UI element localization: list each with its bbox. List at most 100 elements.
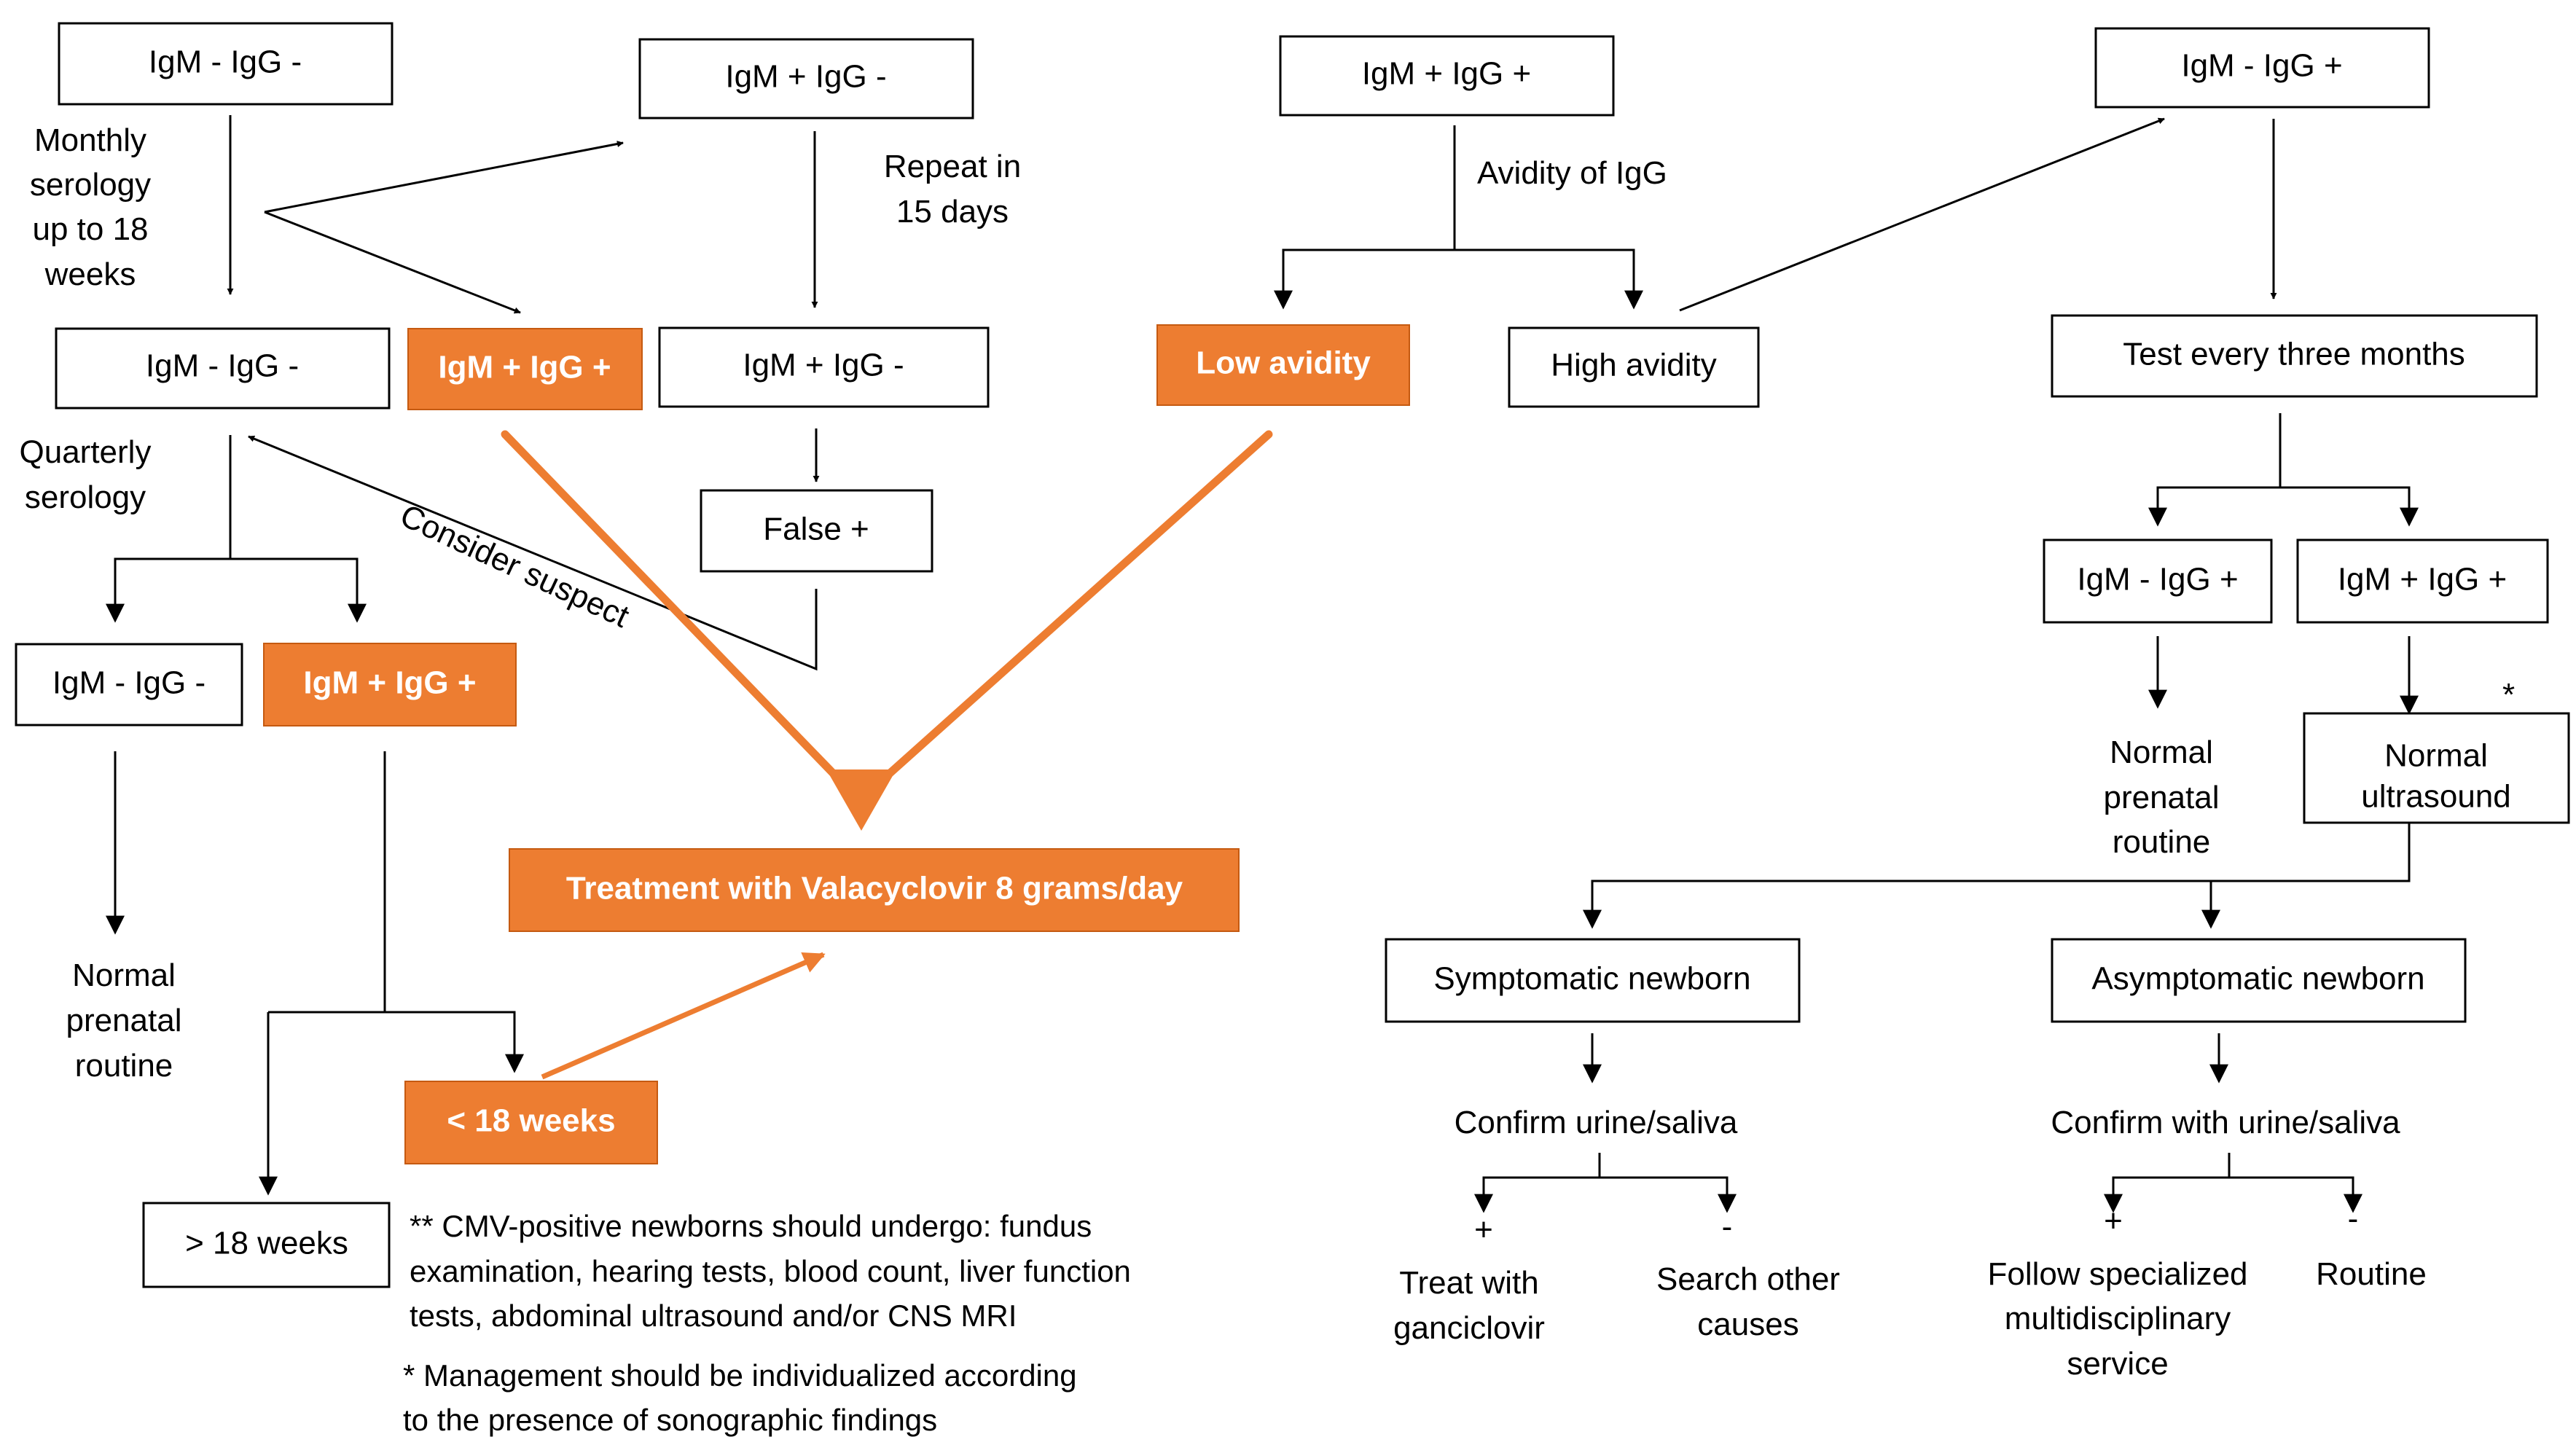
box-label: IgM + IgG +: [1362, 56, 1531, 92]
label-line: Search other: [1656, 1261, 1840, 1297]
box-igm-neg-igg-pos-right: IgM - IgG +: [2043, 538, 2273, 624]
box-label: IgM - IgG +: [2181, 48, 2342, 84]
label-follow-specialized: Follow specialized multidisciplinary ser…: [1987, 1256, 2247, 1382]
label-confirm-urine-saliva: Confirm urine/saliva: [1455, 1105, 1738, 1140]
label-line: Normal: [72, 957, 176, 993]
box-label: High avidity: [1551, 348, 1716, 383]
label-repeat-15-days: Repeat in 15 days: [884, 149, 1021, 230]
line-quarterly-split: [114, 557, 359, 617]
label-minus-left: -: [1722, 1209, 1733, 1245]
box-symptomatic-newborn: Symptomatic newborn: [1385, 938, 1801, 1023]
box-label: Test every three months: [2123, 337, 2465, 372]
label-line: causes: [1697, 1307, 1798, 1342]
orange-funnel: [501, 430, 1273, 1080]
box-asymptomatic-newborn: Asymptomatic newborn: [2051, 938, 2467, 1023]
label-confirm-with-urine-saliva: Confirm with urine/saliva: [2051, 1105, 2400, 1140]
box-label: IgM - IgG +: [2077, 562, 2238, 598]
line-confirm-left-plus: [1482, 1153, 1601, 1202]
label-treat-with-ganciclovir: Treat with ganciclovir: [1393, 1265, 1545, 1346]
box-igm-pos-igg-neg-top: IgM + IgG -: [638, 38, 974, 120]
box-normal-ultrasound: Normal ultrasound: [2303, 712, 2570, 824]
label-line: Repeat in: [884, 149, 1021, 184]
label-line: prenatal: [2103, 780, 2219, 815]
label-normal-prenatal-left: Normal prenatal routine: [66, 957, 181, 1084]
label-line: 15 days: [896, 194, 1009, 230]
line-confirm-right-minus: [2229, 1176, 2354, 1202]
label-asterisk: *: [2502, 677, 2515, 713]
box-label: IgM - IgG -: [52, 665, 205, 701]
label-search-other-causes: Search other causes: [1656, 1261, 1840, 1342]
label-line: service: [2067, 1346, 2168, 1382]
box-label: > 18 weeks: [185, 1226, 348, 1261]
line-avidity-split: [1282, 248, 1635, 305]
note-management: * Management should be individualized ac…: [403, 1358, 1077, 1437]
box-label: IgM + IgG +: [438, 350, 611, 385]
note-line: * Management should be individualized ac…: [403, 1358, 1077, 1393]
box-gt-18-weeks: > 18 weeks: [142, 1202, 391, 1288]
line-orange-low-split: [268, 1011, 516, 1070]
label-plus-left: +: [1474, 1212, 1493, 1248]
box-label-line: ultrasound: [2361, 779, 2510, 815]
label-line: Monthly: [34, 122, 146, 158]
note-line: to the presence of sonographic findings: [403, 1403, 937, 1437]
label-normal-prenatal-right: Normal prenatal routine: [2103, 735, 2219, 860]
box-igm-neg-igg-pos-top: IgM - IgG +: [2094, 27, 2430, 109]
arrow-high-avidity-to-igm-neg-igg-pos: [1679, 117, 2165, 312]
label-consider-suspect: Consider suspect: [395, 498, 635, 635]
box-test-every-three-months: Test every three months: [2051, 314, 2538, 398]
line-confirm-right-plus: [2112, 1153, 2231, 1202]
box-label: Low avidity: [1196, 345, 1371, 381]
box-label: Treatment with Valacyclovir 8 grams/day: [566, 871, 1183, 906]
label-line: ganciclovir: [1393, 1310, 1545, 1346]
label-monthly-serology: Monthly serology up to 18 weeks: [30, 122, 151, 292]
box-label: IgM + IgG +: [303, 665, 476, 701]
label-line: Follow specialized: [1987, 1256, 2247, 1292]
box-label: IgM + IgG -: [725, 59, 886, 95]
box-igm-neg-igg-neg-top: IgM - IgG -: [58, 22, 394, 106]
box-igm-neg-igg-neg-mid: IgM - IgG -: [55, 327, 391, 410]
label-line: Normal: [2110, 735, 2213, 770]
box-igm-pos-igg-pos-right: IgM + IgG +: [2296, 538, 2549, 624]
note-line: ** CMV-positive newborns should undergo:…: [410, 1209, 1092, 1243]
box-igm-pos-igg-pos-orange-mid: IgM + IgG +: [407, 328, 643, 410]
box-label: IgM + IgG -: [743, 348, 904, 383]
box-igm-pos-igg-pos-orange-low: IgM + IgG +: [263, 643, 517, 726]
box-label: IgM - IgG -: [149, 44, 302, 80]
label-routine: Routine: [2316, 1256, 2427, 1292]
funnel-left-arm: [501, 430, 839, 779]
line-ultrasound-to-symptomatic: [1591, 823, 2411, 925]
box-label: IgM - IgG -: [146, 348, 299, 384]
note-line: tests, abdominal ultrasound and/or CNS M…: [410, 1299, 1017, 1333]
label-line: multidisciplinary: [2005, 1301, 2231, 1336]
label-line: serology: [25, 479, 146, 515]
box-label: Symptomatic newborn: [1433, 961, 1750, 997]
arrow-monthly-to-orange: [264, 211, 521, 314]
label-line: serology: [30, 167, 151, 203]
arrow-monthly-to-igm-pos: [264, 141, 624, 214]
arrow-consider-suspect: [248, 435, 818, 671]
connectors: [106, 115, 2419, 1213]
label-line: weeks: [44, 256, 136, 292]
funnel-arrowhead: [826, 769, 896, 831]
label-avidity-of-igg: Avidity of IgG: [1477, 155, 1667, 191]
box-low-avidity: Low avidity: [1156, 324, 1410, 406]
box-false-positive: False +: [700, 489, 933, 573]
label-quarterly-serology: Quarterly serology: [20, 434, 152, 515]
box-label: IgM + IgG +: [2338, 562, 2507, 598]
label-line: Treat with: [1399, 1265, 1539, 1301]
label-line: prenatal: [66, 1003, 181, 1038]
label-line: routine: [75, 1048, 173, 1084]
arrow-lt18-to-treatment: [541, 952, 826, 1080]
note-line: examination, hearing tests, blood count,…: [410, 1254, 1131, 1288]
box-high-avidity: High avidity: [1508, 326, 1760, 408]
box-lt-18-weeks: < 18 weeks: [404, 1081, 658, 1164]
box-igm-neg-igg-neg-low: IgM - IgG -: [15, 643, 243, 726]
label-line: routine: [2113, 824, 2211, 860]
line-test-split: [2156, 486, 2411, 523]
box-label-line: Normal: [2384, 738, 2488, 774]
box-label: Asymptomatic newborn: [2091, 961, 2424, 997]
line-confirm-left-minus: [1600, 1176, 1729, 1202]
box-igm-pos-igg-pos-top: IgM + IgG +: [1279, 35, 1615, 117]
box-label: < 18 weeks: [447, 1103, 615, 1139]
